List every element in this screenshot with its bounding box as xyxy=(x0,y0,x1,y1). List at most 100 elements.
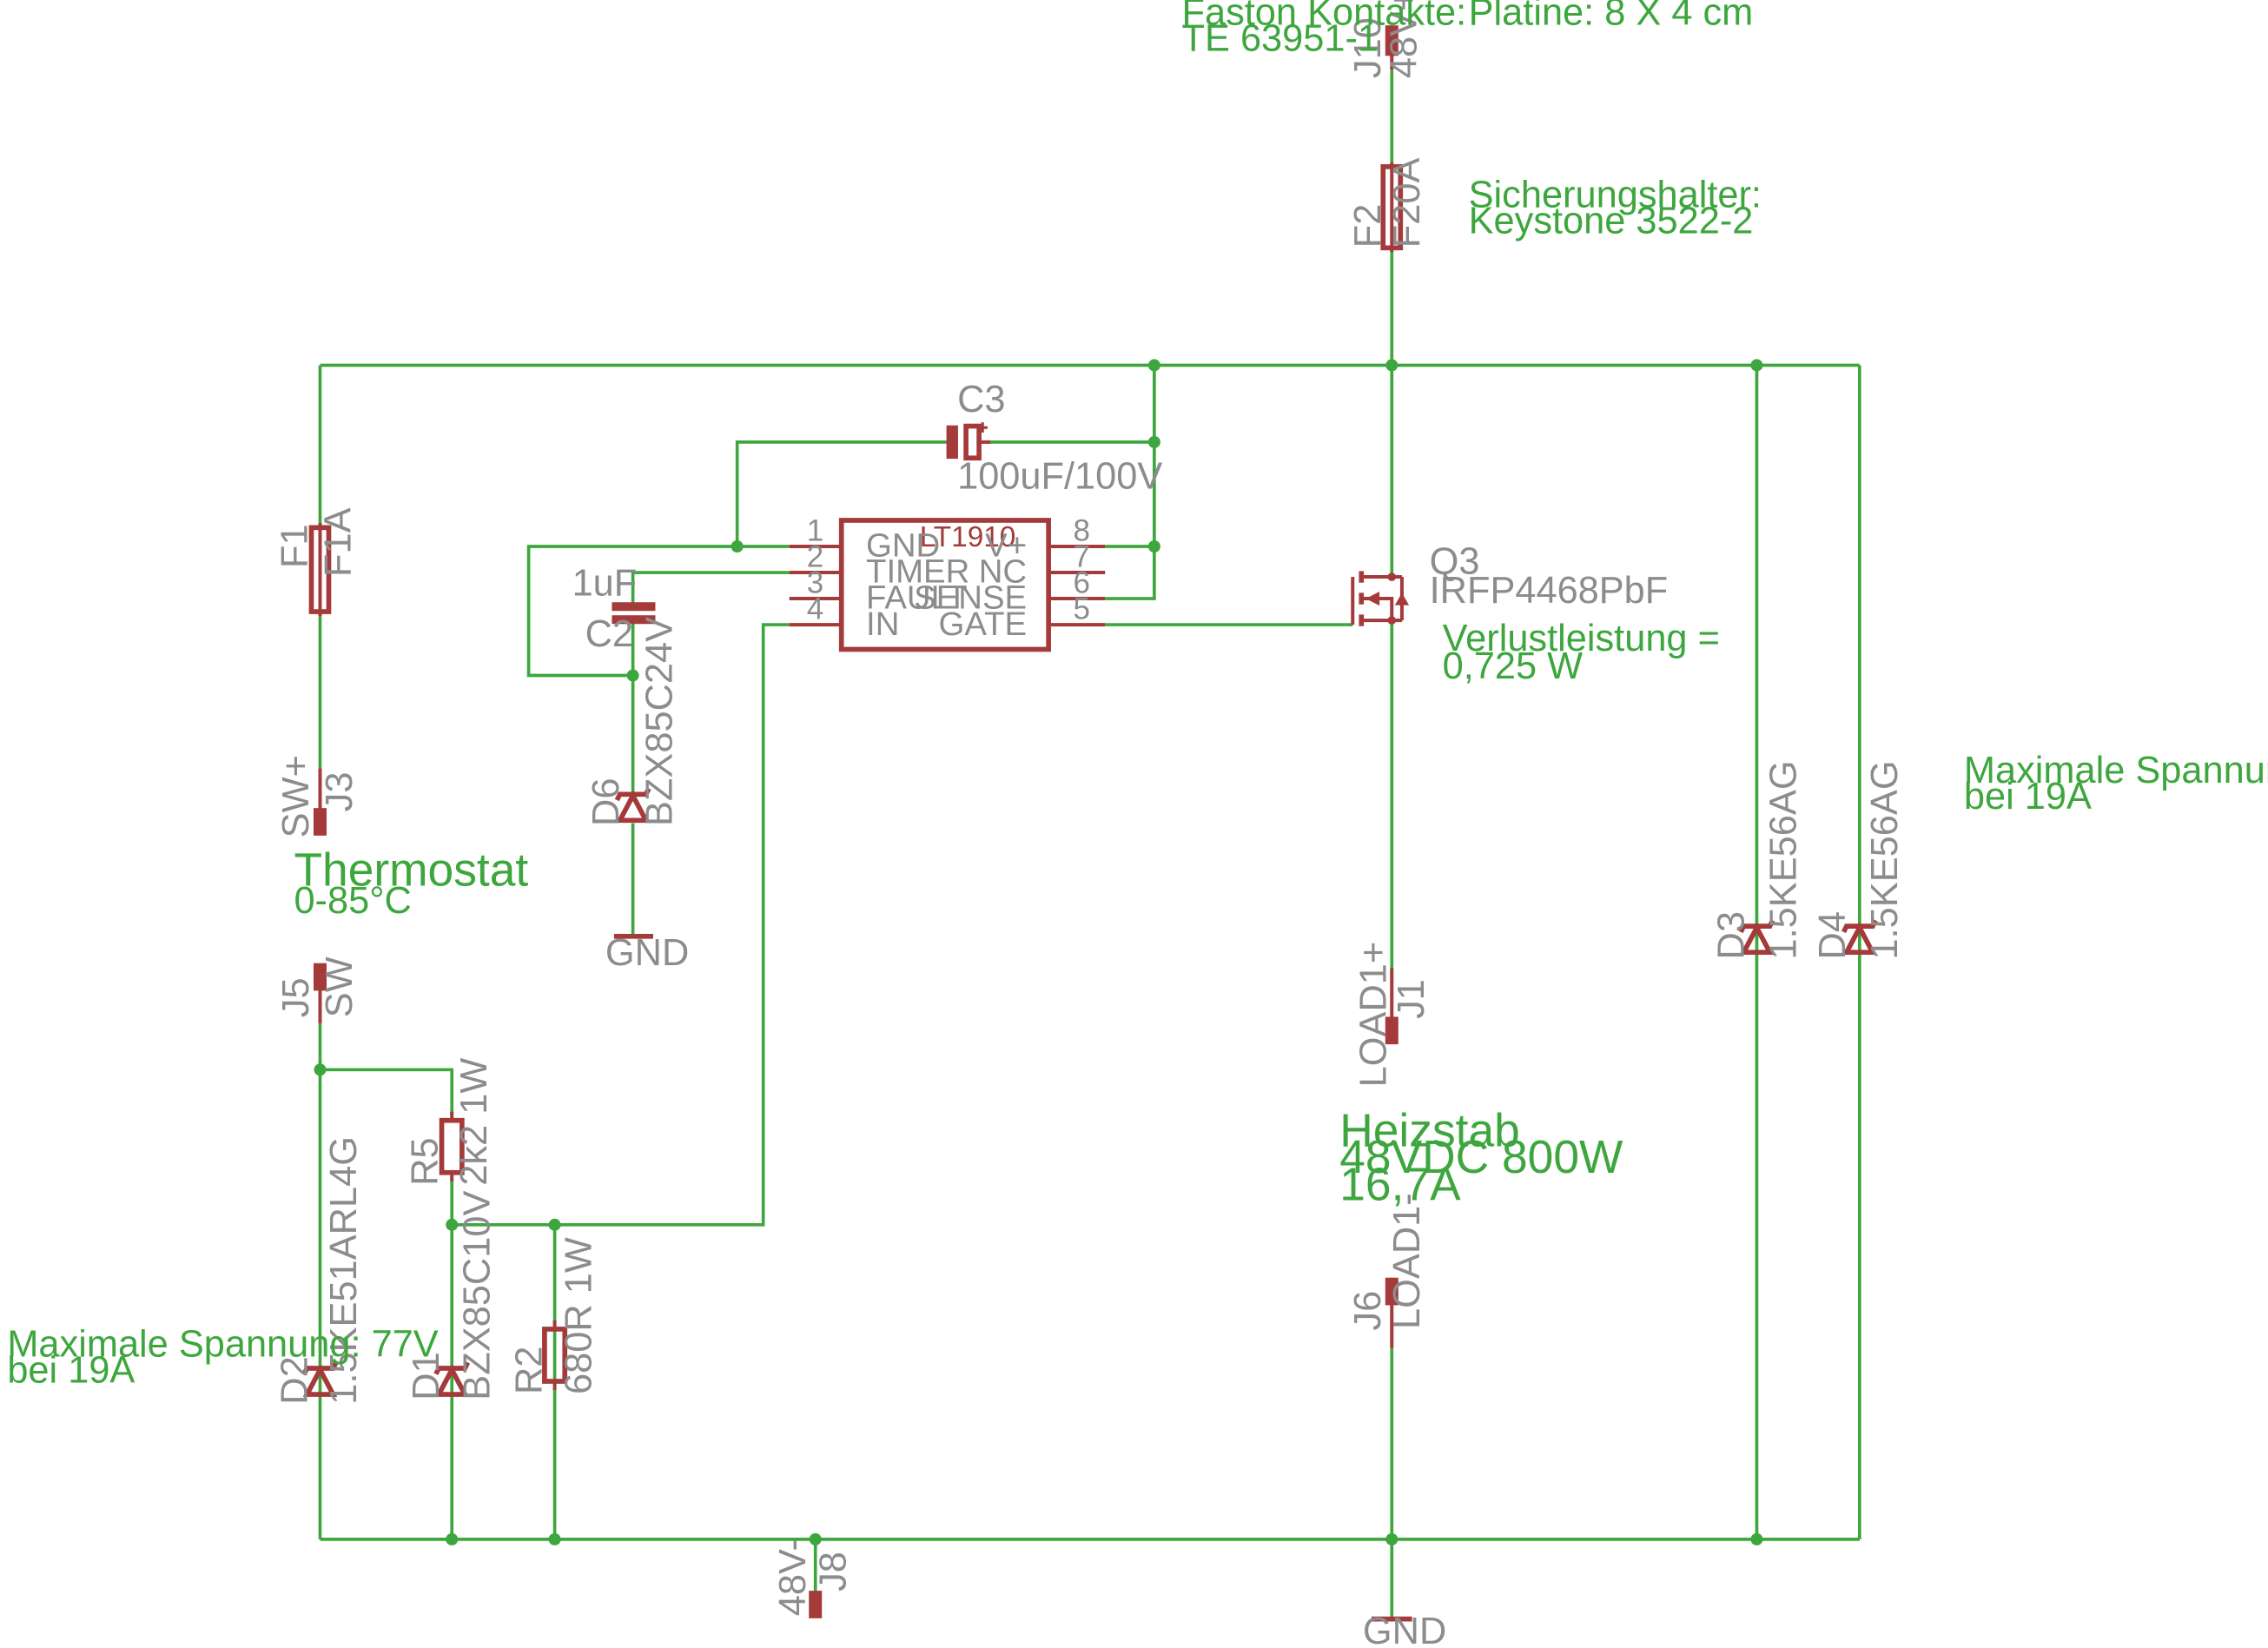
resistor-r5: R5 2k2 1W xyxy=(405,1058,496,1186)
junction-dot xyxy=(548,1532,561,1545)
resistor-r2: R2 680R 1W xyxy=(509,1237,600,1394)
diode-triangle xyxy=(434,1364,469,1397)
mosfet-node xyxy=(1387,572,1397,581)
fuse-value: F20A xyxy=(1386,158,1428,248)
note-faston: Faston Kontakte: xyxy=(1182,0,1467,33)
diode-triangle xyxy=(1739,922,1775,955)
capacitor-plate xyxy=(612,602,656,612)
diode-ref: D6 xyxy=(585,778,627,826)
ic-pin-number: 8 xyxy=(1073,513,1089,547)
mosfet-node xyxy=(1387,616,1397,625)
ic-pin-number: 7 xyxy=(1073,539,1089,573)
tvs-diode-d4: D4 1.5KE56AG xyxy=(1812,760,1906,959)
diode-value: 1.5KE56AG xyxy=(1762,760,1804,959)
connector-value: SW xyxy=(319,956,360,1017)
zener-bar xyxy=(1738,919,1775,934)
diode-value: BZX85C24V xyxy=(639,617,681,826)
connector-ref: J8 xyxy=(813,1552,855,1592)
fuse-value: F1A xyxy=(318,507,360,577)
ic-pin-number: 3 xyxy=(807,566,823,599)
ic-lt1910: LT1910 1 2 3 4 8 7 6 5 GND TIMER FAULT I… xyxy=(789,513,1106,652)
mosfet-arrow-icon xyxy=(1365,592,1380,606)
zener-bar xyxy=(433,1361,471,1375)
wire-j5-r5 xyxy=(320,1068,454,1116)
note-max-voltage-left: Maximale Spannung: 77V xyxy=(7,1324,438,1366)
connector-value: 48V- xyxy=(772,1539,814,1616)
mosfet-value: IRFP4468PbF xyxy=(1430,570,1669,612)
capacitor-ref: C2 xyxy=(585,613,633,655)
resistor-ref: R5 xyxy=(405,1137,446,1185)
connector-value: 48V+ xyxy=(1384,0,1425,78)
ic-body xyxy=(838,518,1051,652)
ground-symbol-2: GND xyxy=(1363,1611,1446,1648)
ic-pin-name: TIMER xyxy=(866,553,969,591)
diode-triangle xyxy=(1842,922,1877,955)
connector-j1: LOAD1+ J1 xyxy=(1353,942,1432,1088)
capacitor-value: 100uF/100V xyxy=(957,455,1162,497)
junctions xyxy=(314,359,1763,1545)
diode-ref: D2 xyxy=(274,1356,315,1404)
ic-pin-number: 5 xyxy=(1073,592,1089,625)
ic-pin-number: 6 xyxy=(1073,566,1089,599)
mosfet-q3: Q3 IRFP4468PbF xyxy=(1351,541,1669,626)
note-max-voltage-right: Maximale Spannung: 77V xyxy=(1964,750,2268,791)
fuse-f1: F1 F1A xyxy=(274,507,360,617)
note-max-voltage-right-current: bei 19A xyxy=(1964,776,2092,817)
wire-timer-c2 xyxy=(631,571,790,606)
connector-ref: J5 xyxy=(275,977,317,1017)
ic-pin-name: V+ xyxy=(985,527,1027,565)
junction-dot xyxy=(1385,1532,1398,1545)
capacitor-ref: C3 xyxy=(957,379,1005,420)
ic-pin-number: 1 xyxy=(807,513,823,547)
note-sicherung-part: Keystone 3522-2 xyxy=(1469,201,1754,242)
note-thermostat: Thermostat xyxy=(294,844,528,896)
note-heizstab-current: 16,7A xyxy=(1339,1159,1461,1210)
fuse-f2: F2 F20A xyxy=(1347,158,1428,253)
ic-pin-number: 2 xyxy=(807,539,823,573)
capacitor-c2: 1uF C2 xyxy=(572,563,656,655)
tvs-diode-d2: D2 1.5KE51ARL4G xyxy=(274,1136,365,1405)
mosfet-ref: Q3 xyxy=(1430,541,1480,583)
fuse-ref: F2 xyxy=(1347,204,1389,248)
note-heizstab: Heizstab xyxy=(1339,1106,1520,1157)
annotations: Faston Kontakte: TE 63951-1 Platine: 8 X… xyxy=(7,0,2268,1392)
connector-pad xyxy=(313,808,327,836)
connector-pad xyxy=(1385,1016,1398,1045)
zener-bar xyxy=(614,787,651,802)
zener-diode-d1: D1 BZX85C10V xyxy=(406,1191,498,1400)
connector-value: SW+ xyxy=(275,755,317,837)
wire-gnd-loop xyxy=(526,545,790,678)
ic-name: LT1910 xyxy=(920,521,1016,553)
connector-ref: J6 xyxy=(1347,1291,1389,1331)
junction-dot xyxy=(446,1532,459,1545)
ic-pin-name: NC xyxy=(979,553,1027,591)
note-platine: Platine: 8 X 4 cm xyxy=(1469,0,1754,33)
ground-label: GND xyxy=(1363,1611,1446,1648)
zener-diode-d6: D6 BZX85C24V xyxy=(585,617,681,826)
junction-dot xyxy=(626,669,639,682)
connector-ref: J1 xyxy=(1391,979,1432,1019)
junction-dot xyxy=(1147,359,1160,372)
wire-in-node xyxy=(452,623,790,1227)
junction-dot xyxy=(731,539,744,553)
connector-pad xyxy=(809,1591,823,1618)
capacitor-value: 1uF xyxy=(572,563,638,605)
diode-triangle xyxy=(615,790,651,824)
fuse-ref: F1 xyxy=(274,524,315,568)
ground-symbol-1: GND xyxy=(605,932,689,974)
junction-dot xyxy=(1750,359,1763,372)
diode-value: 1.5KE56AG xyxy=(1864,760,1906,959)
junction-dot xyxy=(1147,539,1160,553)
connector-j10: J10 48V+ xyxy=(1347,0,1425,78)
resistor-ref: R2 xyxy=(509,1347,551,1394)
wire-c3-left xyxy=(735,440,948,546)
ic-pin-name: SENSE xyxy=(914,579,1027,617)
zener-bar xyxy=(1841,919,1878,934)
junction-dot xyxy=(1147,435,1160,448)
diode-triangle xyxy=(302,1364,338,1397)
note-heizstab-rating: 48VDC 800W xyxy=(1339,1132,1623,1183)
connector-ref: J10 xyxy=(1347,17,1389,78)
note-verlust: Verlustleistung = xyxy=(1443,618,1720,659)
junction-dot xyxy=(1385,359,1398,372)
